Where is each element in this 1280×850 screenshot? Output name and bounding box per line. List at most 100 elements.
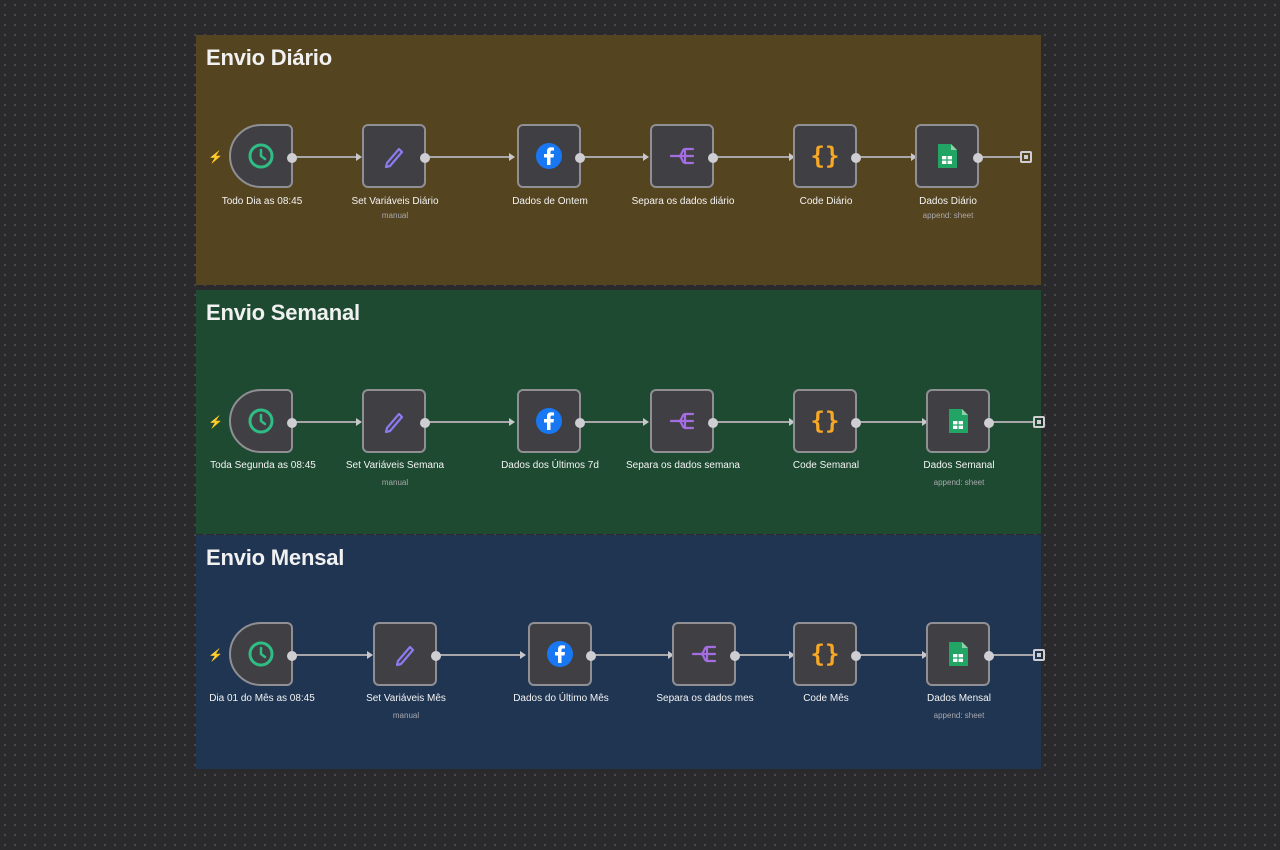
connection-arrow [643,418,649,426]
group-title: Envio Mensal [206,545,345,570]
connection [993,654,1033,656]
code-braces-icon: {} [810,407,840,435]
node-label: Code Diário [799,196,853,207]
pencil-icon [395,645,415,667]
node-subtitle: append: sheet [922,211,974,220]
node-code[interactable]: {} [793,389,861,453]
connection-arrow [367,651,373,659]
node-facebook[interactable] [517,389,585,453]
node-subtitle: append: sheet [933,711,985,720]
output-port[interactable] [708,418,718,428]
connection-arrow [789,153,795,161]
code-braces-icon: {} [810,142,840,170]
node-label: Set Variáveis Semana [345,460,445,471]
node-trigger[interactable] [229,389,297,453]
node-label: Dados de Ontem [512,196,588,207]
node-label: Dados dos Últimos 7d [501,460,599,471]
add-node-icon[interactable] [1033,416,1045,428]
facebook-icon [547,641,573,667]
connection-arrow [509,418,515,426]
node-label: Toda Segunda as 08:45 [210,460,316,471]
node-set-variables[interactable] [362,124,430,188]
output-port[interactable] [420,418,430,428]
node-trigger[interactable] [229,622,297,686]
connection-arrow [509,153,515,161]
code-braces-icon: {} [810,640,840,668]
split-out-icon [669,412,695,430]
connection [584,156,647,158]
connection [296,654,371,656]
connection [860,654,926,656]
output-port[interactable] [287,418,297,428]
connection [584,421,647,423]
node-subtitle: manual [381,211,409,220]
output-port[interactable] [287,153,297,163]
connection [440,654,524,656]
node-set-variables[interactable] [373,622,441,686]
output-port[interactable] [586,651,596,661]
connection [717,156,793,158]
connection [860,421,926,423]
node-code[interactable]: {} [793,124,861,188]
connection-arrow [922,651,928,659]
pencil-icon [384,412,404,434]
output-port[interactable] [851,651,861,661]
connection-arrow [356,418,362,426]
connection [717,421,793,423]
node-label: Dados do Último Mês [513,693,609,704]
output-port[interactable] [984,418,994,428]
google-sheets-icon [938,144,957,168]
node-google-sheets[interactable] [926,622,994,686]
output-port[interactable] [287,651,297,661]
output-port[interactable] [851,418,861,428]
node-label: Code Semanal [792,460,860,471]
connection-arrow [911,153,917,161]
output-port[interactable] [575,153,585,163]
google-sheets-icon [949,409,968,433]
connection [993,421,1033,423]
connection-arrow [922,418,928,426]
lightning-bolt-icon: ⚡ [208,150,223,164]
connection [739,654,793,656]
output-port[interactable] [708,153,718,163]
output-port[interactable] [984,651,994,661]
node-google-sheets[interactable] [926,389,994,453]
node-label: Separa os dados semana [626,460,740,471]
connection-arrow [356,153,362,161]
lightning-bolt-icon: ⚡ [208,648,223,662]
node-google-sheets[interactable] [915,124,983,188]
node-split-out[interactable] [650,124,718,188]
lightning-bolt-icon: ⚡ [208,415,223,429]
group-envio-mensal[interactable]: Envio Mensal ⚡ Dia 01 do Mês as 08:45 Se… [196,535,1045,769]
node-facebook[interactable] [528,622,596,686]
node-subtitle: manual [381,478,409,487]
clock-icon [248,641,274,667]
group-envio-semanal[interactable]: Envio Semanal ⚡ Toda Segunda as 08:45 Se… [196,290,1045,534]
output-port[interactable] [851,153,861,163]
output-port[interactable] [730,651,740,661]
node-set-variables[interactable] [362,389,430,453]
group-title: Envio Diário [206,45,332,70]
connection-arrow [789,651,795,659]
facebook-icon [536,143,562,169]
add-node-icon[interactable] [1020,151,1032,163]
node-trigger[interactable] [229,124,297,188]
group-envio-diario[interactable]: Envio Diário ⚡ Todo Dia as 08:45 Set Var… [196,35,1041,285]
node-split-out[interactable] [650,389,718,453]
connection [860,156,915,158]
node-code[interactable]: {} [793,622,861,686]
output-port[interactable] [575,418,585,428]
output-port[interactable] [973,153,983,163]
node-subtitle: append: sheet [933,478,985,487]
connection [595,654,672,656]
connection-arrow [789,418,795,426]
output-port[interactable] [431,651,441,661]
node-split-out[interactable] [672,622,740,686]
node-label: Dados Mensal [927,693,991,704]
group-title: Envio Semanal [206,300,360,325]
clock-icon [248,408,274,434]
node-facebook[interactable] [517,124,585,188]
add-node-icon[interactable] [1033,649,1045,661]
output-port[interactable] [420,153,430,163]
node-label: Dados Semanal [923,460,995,471]
